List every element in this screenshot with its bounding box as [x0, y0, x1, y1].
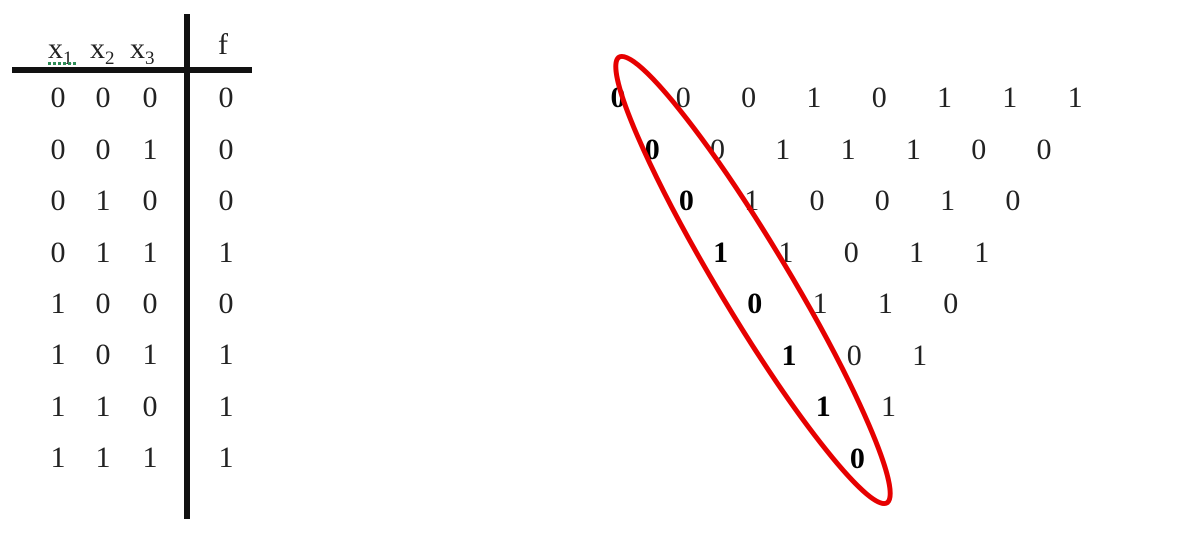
- table-cell: 0: [50, 236, 66, 269]
- triangle-value: 1: [909, 235, 924, 269]
- triangle-value: 1: [905, 132, 921, 166]
- table-cell: 1: [95, 236, 111, 269]
- triangle-value: 1: [1002, 81, 1018, 114]
- header-x2: x2: [90, 32, 115, 69]
- table-cell: 0: [50, 133, 66, 166]
- table-cell: 1: [218, 390, 234, 423]
- table-vertical-rule: [184, 14, 190, 519]
- header-x1: x1: [48, 32, 73, 69]
- triangle-value: 0: [843, 235, 859, 269]
- header-x3-sub: 3: [145, 48, 155, 69]
- table-cell: 1: [50, 287, 66, 320]
- table-cell: 0: [95, 338, 111, 371]
- triangle-value: 0: [846, 338, 862, 372]
- header-x2-sub: 2: [105, 48, 115, 69]
- table-cell: 0: [50, 81, 66, 114]
- table-cell: 0: [218, 133, 234, 166]
- table-cell: 0: [95, 81, 111, 114]
- triangle-value: 0: [871, 81, 887, 114]
- triangle-value: 1: [877, 287, 893, 320]
- triangle-value: 1: [1067, 81, 1083, 114]
- triangle-value: 0: [943, 287, 959, 320]
- table-cell: 1: [142, 133, 158, 166]
- table-cell: 0: [95, 133, 111, 166]
- triangle-value: 1: [812, 287, 828, 320]
- triangle-value: 1: [840, 132, 856, 166]
- triangle-value: 0: [675, 81, 691, 114]
- table-cell: 1: [50, 338, 66, 371]
- table-cell: 0: [142, 81, 158, 114]
- header-f: f: [218, 28, 228, 61]
- diagonal-value: 0: [747, 287, 763, 320]
- table-cell: 1: [142, 441, 158, 474]
- triangle-value: 1: [912, 338, 928, 372]
- table-cell: 0: [50, 184, 66, 217]
- table-horizontal-rule: [12, 67, 252, 73]
- table-cell: 0: [142, 184, 158, 217]
- header-x3-var: x: [130, 32, 145, 65]
- table-cell: 0: [218, 287, 234, 320]
- table-cell: 1: [95, 390, 111, 423]
- diagonal-value: 0: [678, 184, 694, 217]
- header-x3: x3: [130, 32, 155, 69]
- spellcheck-underline: [48, 62, 78, 65]
- triangle-value: 0: [1036, 132, 1052, 166]
- table-cell: 1: [218, 338, 234, 371]
- triangle-value: 0: [874, 184, 890, 217]
- diagonal-value: 1: [781, 338, 797, 372]
- header-x1-sub: 1: [63, 48, 73, 69]
- triangle-value: 1: [806, 81, 822, 114]
- table-cell: 1: [95, 184, 111, 217]
- table-cell: 1: [142, 338, 158, 371]
- diagonal-value: 1: [815, 390, 831, 423]
- triangle-value: 0: [809, 184, 825, 217]
- triangle-value: 0: [741, 81, 757, 114]
- triangle-value: 1: [974, 235, 990, 269]
- table-cell: 1: [50, 441, 66, 474]
- triangle-value: 1: [881, 390, 896, 423]
- table-cell: 0: [142, 390, 158, 423]
- diagonal-value: 1: [713, 235, 729, 269]
- triangle-value: 0: [971, 132, 987, 166]
- triangle-value: 1: [940, 184, 956, 217]
- diagonal-ellipse: [613, 53, 893, 507]
- table-cell: 1: [218, 441, 234, 474]
- triangle-value: 1: [937, 81, 952, 114]
- triangle-value: 1: [775, 132, 791, 166]
- table-cell: 0: [95, 287, 111, 320]
- header-x2-var: x: [90, 32, 105, 65]
- table-cell: 0: [218, 184, 234, 217]
- diagonal-value: 0: [849, 441, 865, 475]
- table-cell: 1: [95, 441, 111, 474]
- table-cell: 1: [218, 236, 234, 269]
- table-cell: 0: [142, 287, 158, 320]
- triangle-value: 0: [1005, 184, 1021, 217]
- table-cell: 1: [142, 236, 158, 269]
- header-x1-var: x: [48, 32, 63, 65]
- table-cell: 0: [218, 81, 234, 114]
- table-cell: 1: [50, 390, 66, 423]
